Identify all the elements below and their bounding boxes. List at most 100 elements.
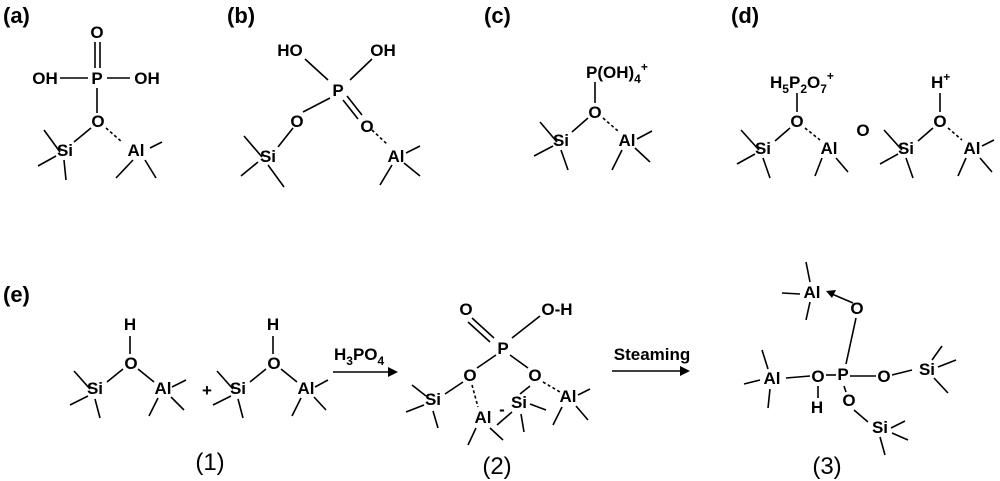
atom-si: Si	[919, 360, 935, 379]
arrow-head	[680, 366, 690, 376]
panel-b: (b) HO OH P O O Si Al	[227, 3, 421, 188]
bond	[853, 409, 869, 423]
bond	[237, 398, 244, 419]
bond	[149, 141, 163, 149]
bond	[171, 379, 187, 388]
atom-o: O	[90, 23, 103, 42]
bond	[73, 370, 91, 390]
structure-label-3: (3)	[812, 453, 841, 480]
bond	[280, 368, 298, 383]
atom-h: H	[124, 315, 136, 334]
bond	[805, 301, 811, 321]
atom-o: O	[856, 121, 869, 140]
atom-al: Al	[475, 408, 492, 427]
atom-o: O	[463, 366, 476, 385]
bond	[519, 385, 531, 395]
bond	[243, 135, 263, 158]
atom-si: Si	[511, 393, 527, 412]
bond	[781, 292, 801, 295]
atom-o: O	[267, 354, 280, 373]
atom-o: O	[588, 103, 601, 122]
bond	[805, 261, 811, 283]
structure-1: H O Si Al + H O Si	[69, 315, 329, 476]
panel-a: (a) O OH P OH O Si Al	[3, 3, 163, 181]
bond	[349, 58, 373, 81]
atom-o: O	[933, 112, 946, 131]
atom-oh: OH	[134, 69, 160, 88]
atom-al: Al	[128, 141, 145, 160]
bond	[520, 413, 525, 433]
atom-al: Al	[619, 131, 636, 150]
bond	[37, 155, 57, 167]
bond	[933, 377, 949, 394]
bond	[571, 117, 589, 133]
bond	[891, 432, 909, 441]
coordination-bond	[804, 127, 821, 141]
coordination-bond	[602, 117, 619, 132]
atom-al: Al	[560, 387, 577, 406]
atom-al: Al	[821, 139, 838, 158]
bond	[845, 317, 857, 365]
bond	[444, 381, 464, 395]
bond	[917, 127, 934, 142]
atom-o: O	[360, 117, 373, 136]
arrow-head	[826, 290, 836, 298]
atom-o: O	[811, 367, 824, 386]
atom-o: O	[528, 366, 541, 385]
bond	[249, 368, 267, 383]
bond	[634, 147, 651, 163]
bond	[144, 159, 157, 179]
bond	[539, 121, 558, 143]
atom-si: Si	[898, 139, 914, 158]
bond	[489, 427, 504, 441]
bond	[304, 58, 329, 81]
bond	[879, 153, 899, 165]
bond	[267, 164, 285, 188]
atom-oh: OH	[32, 69, 58, 88]
structure-label-2: (2)	[482, 453, 511, 480]
bond	[69, 395, 89, 406]
bond	[937, 359, 957, 368]
charge-minus: -	[499, 400, 505, 419]
bond	[291, 397, 302, 417]
double-bond	[346, 95, 363, 116]
double-bond	[471, 317, 495, 339]
bond	[575, 405, 589, 421]
plus-sign: +	[202, 381, 212, 400]
bond	[212, 395, 232, 406]
atom-si: Si	[425, 390, 441, 409]
atom-si: Si	[87, 379, 103, 398]
panel-label-c: (c)	[484, 3, 511, 28]
bond	[814, 157, 823, 177]
species-p-oh-4-plus: P(OH)4+	[586, 60, 648, 86]
coordination-bond	[371, 129, 389, 146]
atom-p: P	[837, 365, 848, 384]
atom-o: O	[877, 367, 890, 386]
bond	[115, 159, 134, 179]
panel-c: (c) P(OH)4+ O Si Al	[484, 3, 653, 171]
bond	[931, 345, 943, 361]
atom-al: Al	[964, 139, 981, 158]
bond	[137, 368, 155, 383]
atom-si: Si	[260, 147, 276, 166]
bond	[736, 153, 756, 165]
panel-e: (e) H O Si Al + H	[3, 261, 957, 480]
atom-o: O	[91, 112, 104, 131]
bond	[577, 388, 591, 396]
reagent-h3po4: H3PO4	[334, 345, 385, 368]
atom-o: O	[124, 354, 137, 373]
panel-label-d: (d)	[731, 3, 759, 28]
bond	[94, 398, 101, 419]
reaction-arrow-2: Steaming	[612, 345, 690, 376]
bond	[509, 354, 529, 369]
atom-al: Al	[155, 379, 172, 398]
bond	[106, 368, 124, 383]
bond	[240, 161, 259, 177]
bond	[476, 354, 497, 369]
atom-h: H	[811, 398, 823, 417]
atom-si: Si	[57, 141, 73, 160]
bond	[43, 129, 61, 153]
coordination-bond	[471, 384, 479, 408]
atom-si: Si	[872, 418, 888, 437]
